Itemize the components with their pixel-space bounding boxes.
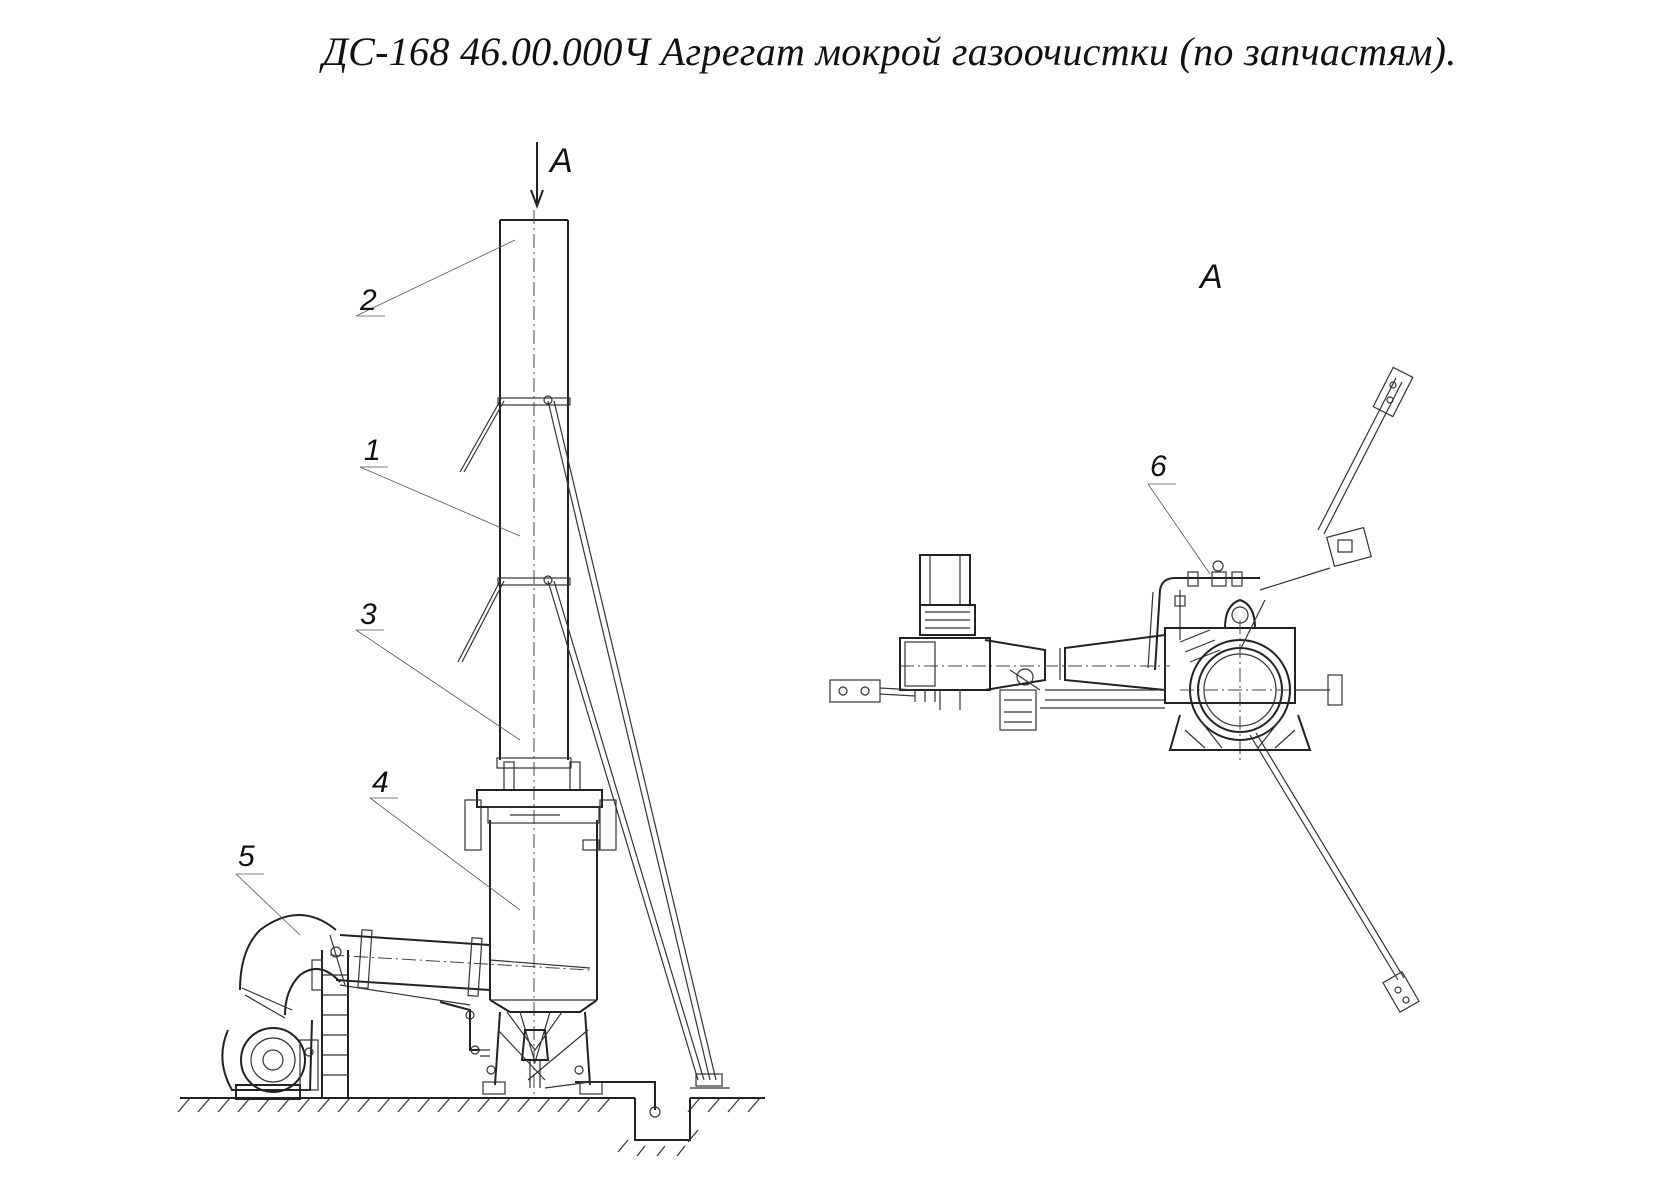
callout-4: 4: [372, 766, 389, 799]
view-arrow-label: А: [548, 142, 573, 180]
callout-5: 5: [238, 840, 255, 873]
callout-2: 2: [359, 284, 377, 317]
drawing-title: ДС-168 46.00.000Ч Агрегат мокрой газоочи…: [322, 29, 1457, 74]
water-pipe-valves: [1147, 560, 1260, 671]
view-direction-arrow: А: [530, 142, 573, 209]
exhaust-stack: [496, 210, 581, 1095]
inclined-duct: [329, 929, 591, 1057]
callout-1: 1: [364, 434, 381, 467]
callout-6: 6: [1150, 450, 1167, 483]
callout-6-group: 6: [1147, 450, 1211, 575]
lower-brace: [1249, 732, 1420, 1014]
fan-motor-plan: [899, 554, 1041, 731]
ground-line: [177, 1081, 765, 1157]
stack-braces: [457, 395, 730, 1089]
scrubber-plan: [1164, 598, 1343, 760]
callouts-left: 2 1 3 4 5: [235, 239, 521, 936]
view-label: А: [1198, 258, 1223, 296]
left-brace: [829, 679, 1165, 703]
scrubber-body: [464, 789, 617, 1095]
support-ladder: [311, 946, 349, 1098]
upper-brace: [1259, 366, 1414, 591]
side-elevation-view: А: [177, 142, 765, 1157]
plan-view-a: А: [829, 258, 1420, 1014]
callout-3: 3: [360, 598, 377, 631]
fan-and-elbow: [221, 914, 346, 1100]
